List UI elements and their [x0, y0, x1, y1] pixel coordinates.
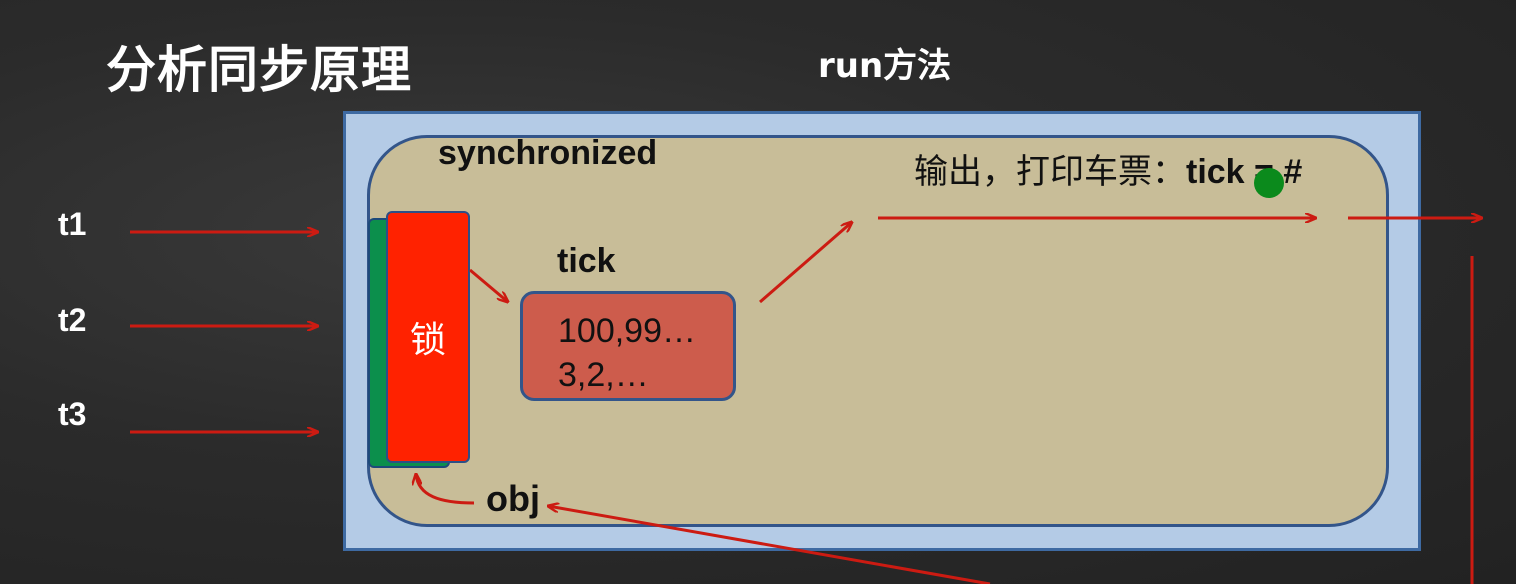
run-method-label: run方法	[818, 46, 952, 86]
cursor-dot	[1254, 168, 1284, 198]
page-title: 分析同步原理	[106, 41, 412, 99]
thread-label-t2: t2	[58, 302, 87, 338]
thread-label-t1: t1	[58, 206, 87, 242]
obj-label: obj	[486, 478, 540, 519]
lock-label: 锁	[409, 320, 446, 361]
tick-label: tick	[557, 242, 616, 280]
arrow-tick-to-output	[759, 222, 852, 304]
output-prefix: 输出，打印车票：	[914, 152, 1186, 192]
tick-value-line-1: 100,99…	[558, 312, 696, 350]
arrow-obj-to-lock	[416, 474, 475, 505]
lock-block: 锁	[386, 211, 470, 463]
arrow-to-obj	[548, 506, 991, 584]
synchronized-label: synchronized	[438, 134, 658, 172]
arrow-lock-to-tick	[469, 268, 508, 302]
tick-box	[520, 291, 736, 401]
tick-value-line-2: 3,2,…	[558, 356, 649, 394]
thread-label-t3: t3	[58, 396, 87, 432]
